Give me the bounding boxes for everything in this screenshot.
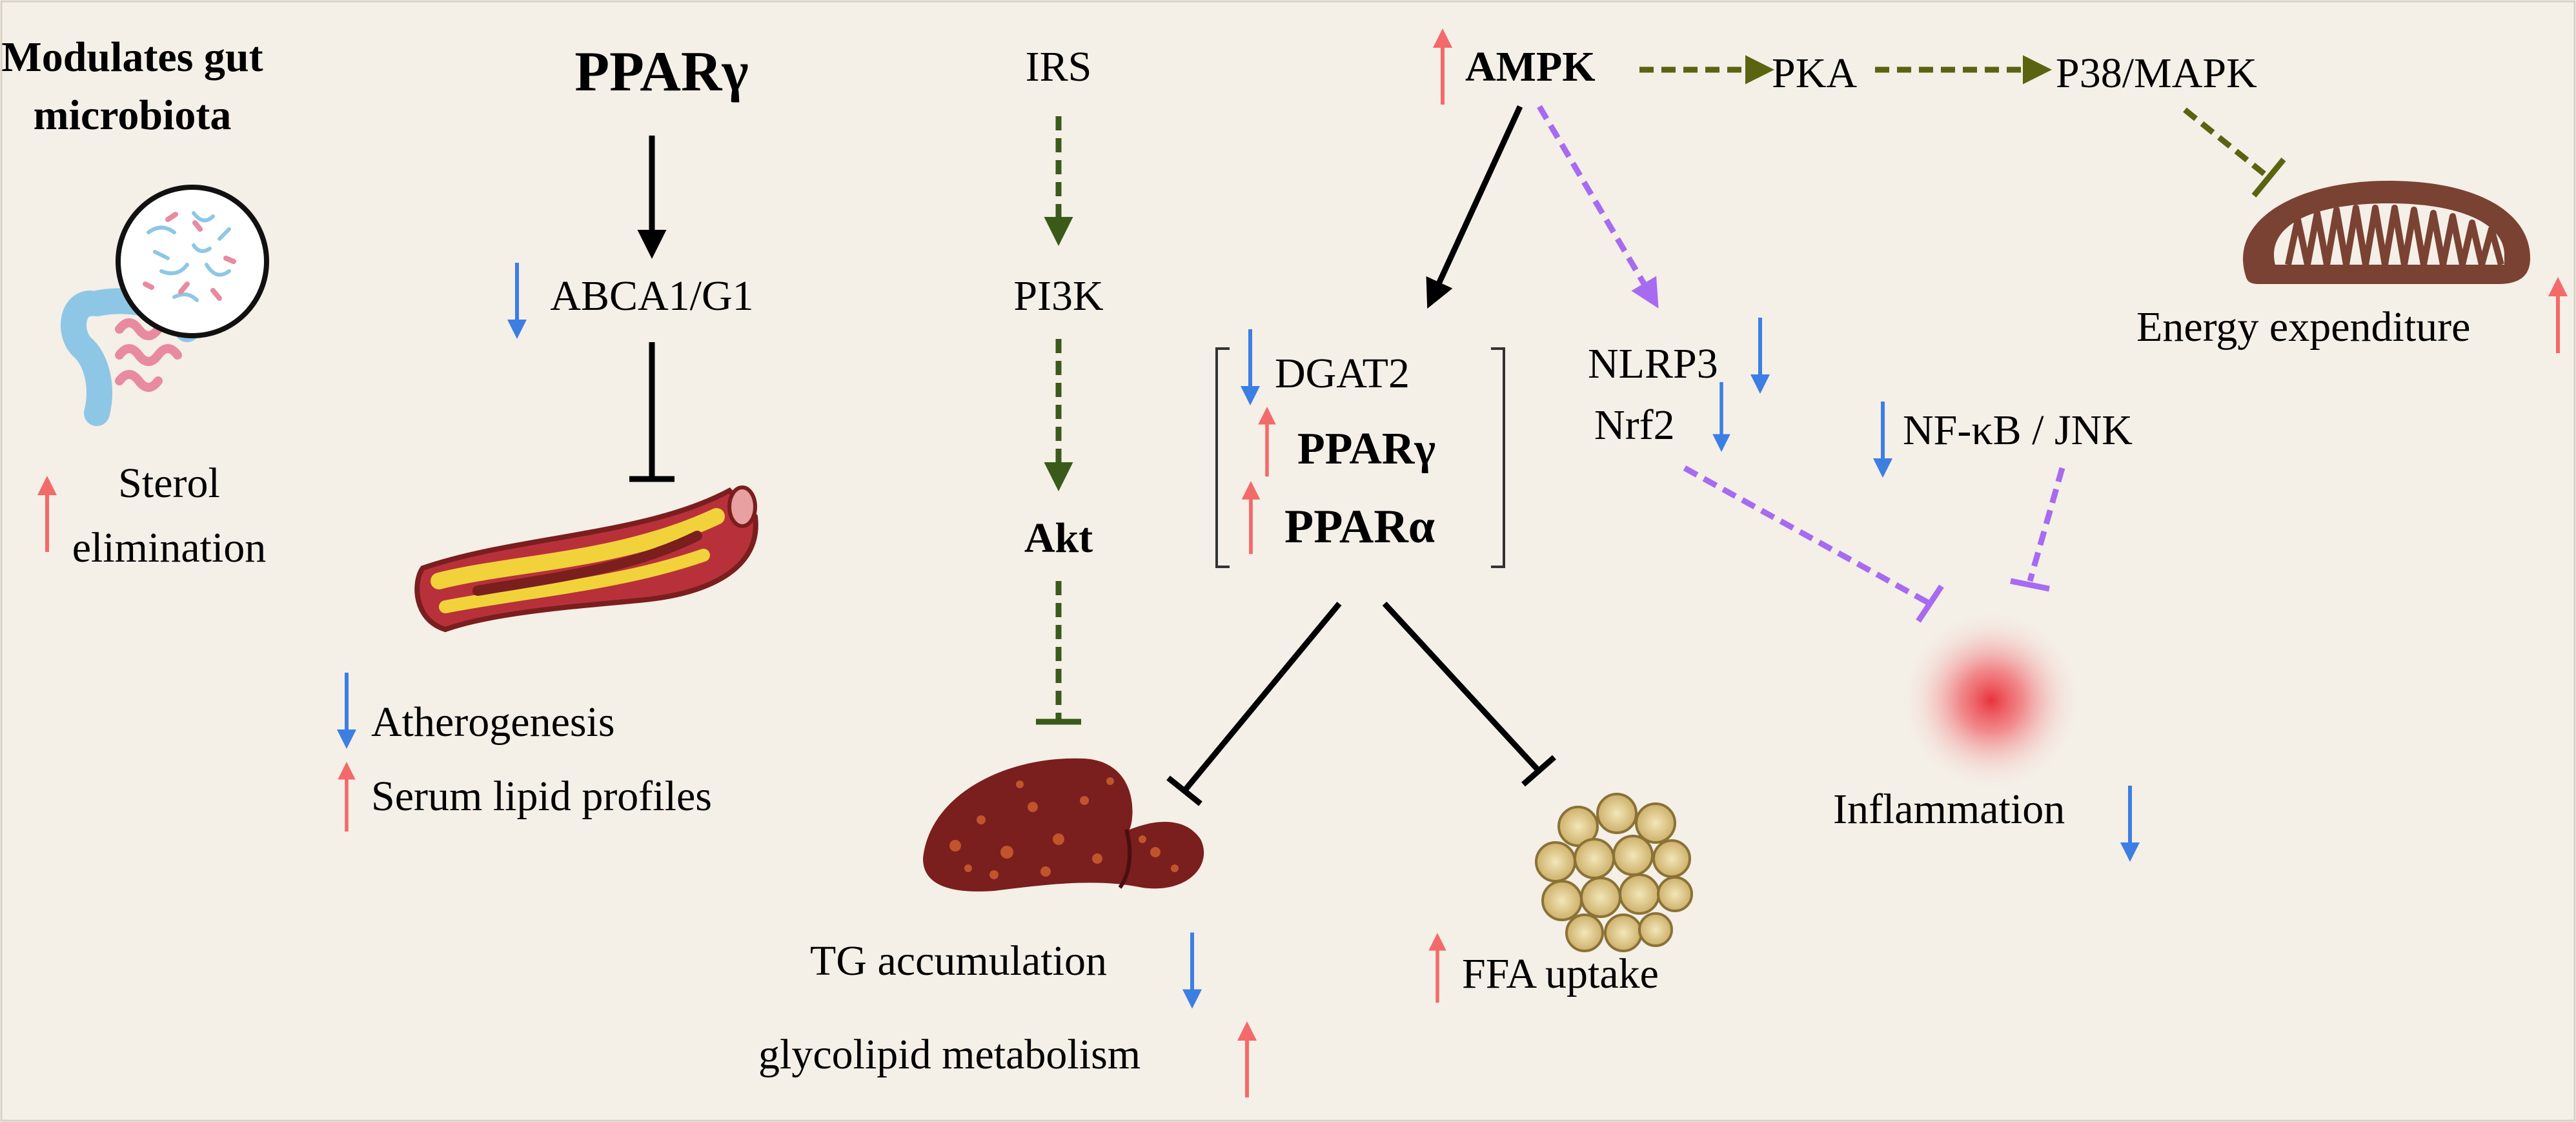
glyco-label: glycolipid metabolism bbox=[758, 1031, 1141, 1078]
inflammation-glow-icon bbox=[1901, 610, 2082, 791]
liver-icon bbox=[923, 758, 1204, 892]
ffa-label: FFA uptake bbox=[1462, 950, 1659, 997]
nfkb-to-inflam-bar bbox=[2010, 578, 2050, 592]
akt-label: Akt bbox=[1024, 515, 1093, 562]
artery-plaque-icon bbox=[414, 485, 758, 633]
ampk-label: AMPK bbox=[1465, 43, 1596, 90]
irs-label: IRS bbox=[1026, 43, 1092, 90]
gut-title-line2: microbiota bbox=[34, 92, 232, 139]
serum-label: Serum lipid profiles bbox=[371, 773, 712, 820]
bracket-to-fat-bar bbox=[1521, 755, 1556, 787]
p38-inhibit-line bbox=[2183, 107, 2271, 180]
sterol-line1: Sterol bbox=[118, 460, 220, 507]
atherogenesis-label: Atherogenesis bbox=[371, 699, 615, 746]
ampk-to-dgat-arrow bbox=[1426, 105, 1523, 309]
bracket-to-fat-line bbox=[1382, 601, 1542, 774]
gut-title-line1: Modulates gut bbox=[1, 34, 263, 81]
energy-label: Energy expenditure bbox=[2136, 303, 2470, 351]
nrf2-to-inflam-bar bbox=[1916, 584, 1944, 623]
sterol-line2: elimination bbox=[72, 524, 267, 571]
ppar-top-label: PPARγ bbox=[574, 41, 748, 103]
abca-label: ABCA1/G1 bbox=[550, 272, 753, 320]
tg-label: TG accumulation bbox=[810, 937, 1107, 984]
nfkb-to-inflam-line bbox=[2027, 467, 2065, 582]
nlrp3-label: NLRP3 bbox=[1588, 340, 1718, 387]
ppar-alpha-label: PPARα bbox=[1284, 500, 1435, 553]
p38-inhibit-bar bbox=[2251, 158, 2286, 198]
bracket-to-liver-line bbox=[1182, 602, 1342, 793]
dgat2-label: DGAT2 bbox=[1275, 350, 1410, 397]
regulator-bracket bbox=[1215, 347, 1505, 568]
nrf2-label: Nrf2 bbox=[1594, 402, 1675, 449]
mitochondria-icon bbox=[2243, 181, 2530, 284]
nfkb-label: NF-κB / JNK bbox=[1903, 407, 2133, 454]
pka-label: PKA bbox=[1772, 50, 1857, 97]
adipocytes-icon bbox=[1535, 793, 1693, 952]
pi3k-label: PI3K bbox=[1013, 272, 1103, 320]
nrf2-to-inflam-line bbox=[1683, 465, 1932, 606]
bracket-to-liver-bar bbox=[1166, 775, 1202, 806]
ppar-gamma-label: PPARγ bbox=[1297, 424, 1435, 474]
inflammation-label: Inflammation bbox=[1833, 786, 2065, 833]
ampk-to-nlrp3-arrow bbox=[1537, 105, 1659, 309]
p38-label: P38/MAPK bbox=[2056, 50, 2257, 97]
gut-microbiota-icon bbox=[116, 185, 269, 338]
